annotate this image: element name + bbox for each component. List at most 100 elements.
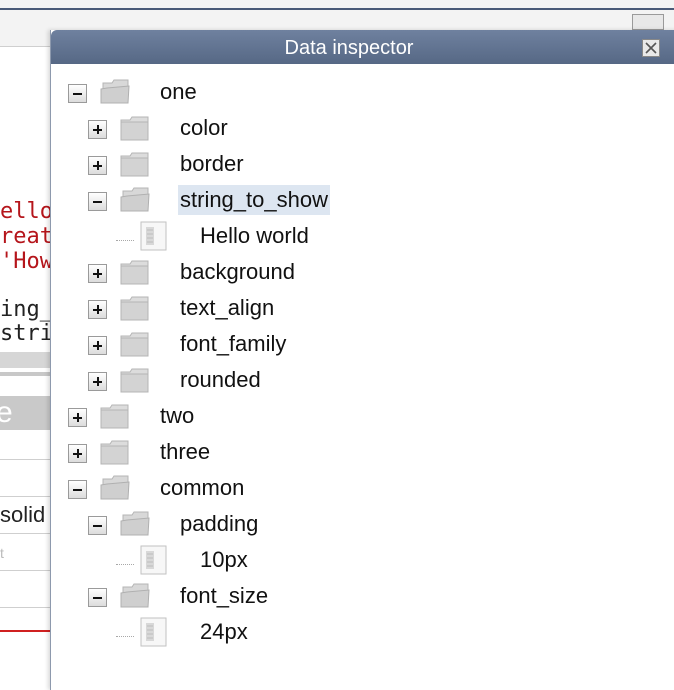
code-line: reat — [0, 224, 53, 249]
gray-bar — [0, 352, 60, 368]
collapse-toggle[interactable] — [88, 516, 107, 535]
folder-icon — [100, 439, 130, 465]
tree-node-two[interactable]: two — [51, 401, 651, 431]
editor-top-bar — [0, 0, 674, 10]
folder-icon — [120, 295, 150, 321]
tree-node-label: 10px — [200, 547, 248, 572]
tree-node-three[interactable]: three — [51, 437, 651, 467]
folder-icon — [120, 151, 150, 177]
document-icon — [140, 221, 168, 251]
folder-open-icon — [120, 187, 150, 213]
tree-node-common[interactable]: common — [51, 473, 651, 503]
folder-open-icon — [100, 79, 130, 105]
data-inspector-panel: Data inspector one color border string_to_s… — [50, 30, 674, 690]
tree-node-one[interactable]: one — [51, 77, 651, 107]
plus-icon-stroke — [76, 413, 79, 422]
tree-node-label: common — [160, 475, 245, 500]
tree-node-padding[interactable]: padding — [51, 509, 651, 539]
tree-node-background[interactable]: background — [51, 257, 651, 287]
tree-node-label: string_to_show — [178, 185, 330, 215]
code-line: ello — [0, 199, 53, 224]
property-value: t — [0, 545, 4, 561]
tree-node-label: Hello world — [200, 223, 309, 248]
code-line: 'How — [0, 249, 53, 274]
collapse-toggle[interactable] — [68, 480, 87, 499]
minus-icon — [93, 597, 102, 599]
tree-connector — [116, 240, 134, 241]
tree-node-font-family[interactable]: font_family — [51, 329, 651, 359]
tree-node-label: font_family — [180, 331, 287, 356]
document-icon — [140, 617, 168, 647]
tree-node-10px[interactable]: 10px — [51, 545, 651, 575]
folder-open-icon — [120, 583, 150, 609]
minus-icon — [93, 525, 102, 527]
tree-node-label: rounded — [180, 367, 261, 392]
tree-node-label: two — [160, 403, 195, 428]
inspector-title: Data inspector — [284, 37, 414, 59]
minus-icon — [73, 93, 82, 95]
plus-icon-stroke — [96, 305, 99, 314]
collapse-toggle[interactable] — [88, 192, 107, 211]
expand-toggle[interactable] — [88, 120, 107, 139]
tree-node-string-to-show[interactable]: string_to_show — [51, 185, 651, 215]
folder-icon — [120, 331, 150, 357]
folder-open-icon — [120, 511, 150, 537]
collapse-toggle[interactable] — [88, 588, 107, 607]
tree-node-label: background — [180, 259, 295, 284]
plus-icon-stroke — [96, 341, 99, 350]
expand-toggle[interactable] — [88, 336, 107, 355]
tree-node-text-align[interactable]: text_align — [51, 293, 651, 323]
plus-icon-stroke — [96, 125, 99, 134]
inspector-title-bar[interactable]: Data inspector — [51, 30, 674, 64]
tree-node-hello-world[interactable]: Hello world — [51, 221, 651, 251]
tree-node-label: padding — [180, 511, 259, 536]
divider — [0, 607, 60, 608]
expand-toggle[interactable] — [88, 264, 107, 283]
tree-connector — [116, 636, 134, 637]
close-button[interactable] — [642, 39, 660, 57]
plus-icon-stroke — [96, 161, 99, 170]
minus-icon — [93, 201, 102, 203]
folder-open-icon — [100, 475, 130, 501]
divider — [0, 496, 60, 497]
window-icon[interactable] — [632, 14, 664, 30]
code-line: stri — [0, 321, 53, 346]
tree-node-border[interactable]: border — [51, 149, 651, 179]
tree-node-font-size[interactable]: font_size — [51, 581, 651, 611]
plus-icon-stroke — [96, 269, 99, 278]
expand-toggle[interactable] — [88, 156, 107, 175]
minus-icon — [73, 489, 82, 491]
expand-toggle[interactable] — [88, 372, 107, 391]
section-header-letter: e — [0, 396, 13, 429]
document-icon — [140, 545, 168, 575]
expand-toggle[interactable] — [68, 444, 87, 463]
tree-node-label: one — [160, 79, 197, 104]
plus-icon-stroke — [76, 449, 79, 458]
tree-node-label: color — [180, 115, 228, 140]
tree-node-label: three — [160, 439, 211, 464]
tree-node-rounded[interactable]: rounded — [51, 365, 651, 395]
divider — [0, 459, 60, 460]
red-underline — [0, 630, 60, 632]
close-icon — [645, 42, 657, 54]
tree-node-color[interactable]: color — [51, 113, 651, 143]
folder-icon — [100, 403, 130, 429]
tree-node-label: 24px — [200, 619, 248, 644]
folder-icon — [120, 259, 150, 285]
tree-node-24px[interactable]: 24px — [51, 617, 651, 647]
divider — [0, 533, 60, 534]
divider — [0, 570, 60, 571]
tree-node-label: font_size — [180, 583, 269, 608]
tree-connector — [116, 564, 134, 565]
property-value: solid — [0, 502, 46, 527]
expand-toggle[interactable] — [88, 300, 107, 319]
folder-icon — [120, 367, 150, 393]
folder-icon — [120, 115, 150, 141]
expand-toggle[interactable] — [68, 408, 87, 427]
code-line: ing_ — [0, 297, 53, 322]
plus-icon-stroke — [96, 377, 99, 386]
collapse-toggle[interactable] — [68, 84, 87, 103]
divider — [0, 372, 60, 376]
tree-node-label: text_align — [180, 295, 275, 320]
tree-node-label: border — [180, 151, 244, 176]
